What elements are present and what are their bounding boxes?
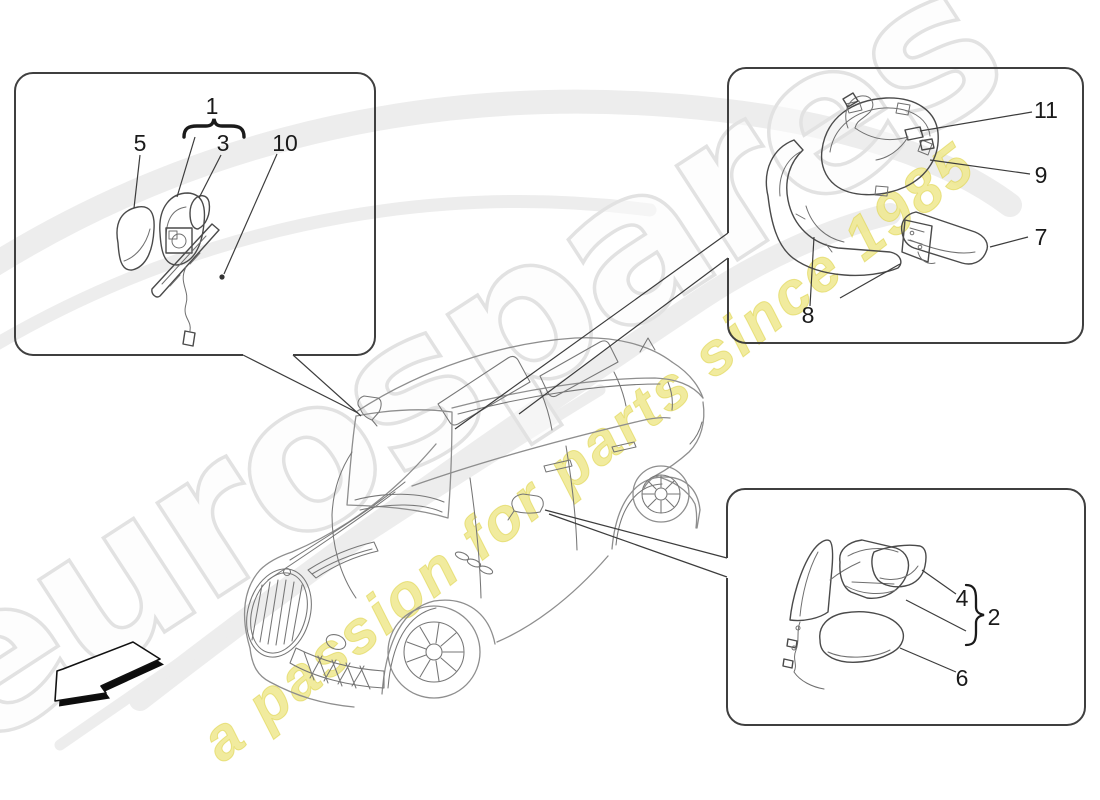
- panel-border: [727, 67, 1084, 344]
- panel-border: [726, 488, 1086, 726]
- watermark: eurospares a passion for parts since 198…: [0, 0, 1040, 798]
- direction-arrow-body: [54, 641, 161, 702]
- panel-interior-mirror-exploded: 11 9 7 8: [727, 67, 1084, 344]
- leader-box1-b: [292, 354, 362, 417]
- trident-badge: [282, 567, 292, 577]
- callout-part-9: 9: [1035, 162, 1048, 188]
- callout-line-4: [921, 569, 957, 595]
- leader-box3-a: [544, 509, 728, 559]
- callout-line-11: [919, 111, 1033, 132]
- panel-leader-lines: [242, 232, 729, 578]
- callout-part-3: 3: [217, 130, 230, 156]
- car-right-mirror: [507, 493, 544, 521]
- brand-watermark-text: eurospares: [0, 0, 1040, 798]
- fender-gills: [454, 551, 494, 575]
- group-brace-1: [182, 118, 246, 139]
- callout-line-5: [133, 154, 141, 209]
- callout-part-1: 1: [206, 93, 219, 119]
- leader-box1-a: [242, 354, 359, 414]
- panel-border: [14, 72, 376, 356]
- leader-box2-b: [518, 257, 729, 415]
- screw-dot: [219, 274, 225, 280]
- rear-wheel: [632, 465, 690, 523]
- watermark-swoosh: [0, 195, 657, 350]
- callout-line-9: [929, 159, 1031, 175]
- callout-line-2: [905, 599, 967, 632]
- callout-part-8: 8: [802, 302, 815, 328]
- watermark-swoosh: [0, 89, 1022, 276]
- callout-part-4: 4: [956, 585, 969, 611]
- direction-arrow: [54, 641, 164, 707]
- callout-line-6: [899, 647, 957, 673]
- callout-part-6: 6: [956, 665, 969, 691]
- grille: [246, 567, 312, 658]
- watermark-swoosh: [54, 384, 606, 751]
- front-wheel: [387, 605, 481, 699]
- callout-line-1: [176, 136, 196, 198]
- group-brace-2: [964, 583, 985, 647]
- car-illustration: [243, 337, 705, 708]
- leader-box3-b: [548, 513, 728, 578]
- callout-part-2: 2: [988, 604, 1001, 630]
- panel-door-mirror-assembly: 4 2 6: [726, 488, 1086, 726]
- leader-box2-a: [454, 232, 729, 430]
- car-left-mirror: [357, 395, 382, 427]
- callout-part-11: 11: [1034, 97, 1058, 123]
- callout-line-3: [198, 154, 222, 199]
- callout-part-5: 5: [134, 130, 147, 156]
- callout-part-7: 7: [1035, 224, 1048, 250]
- panel-door-mirror-exploded: 1 5 3 10: [14, 72, 376, 356]
- callout-line-7: [989, 236, 1029, 248]
- callout-line-8: [809, 236, 815, 307]
- callout-line-10: [223, 153, 278, 275]
- callout-part-10: 10: [272, 130, 298, 156]
- assembly-line: [839, 263, 901, 299]
